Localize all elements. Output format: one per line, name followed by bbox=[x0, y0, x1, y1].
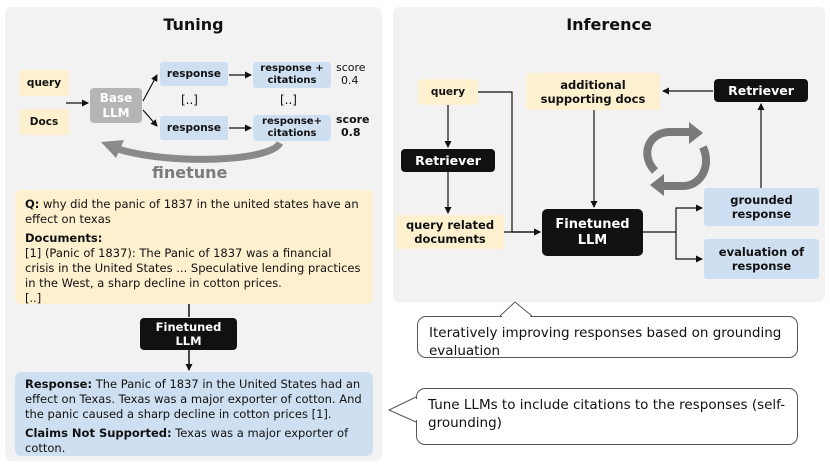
score-word-1: score bbox=[336, 61, 366, 74]
tuning-query-box: query bbox=[19, 70, 69, 96]
score-word-2: score bbox=[336, 113, 370, 126]
q-text: why did the panic of 1837 in the united … bbox=[25, 197, 359, 226]
claims-not-supported: Claims Not Supported: Texas was a major … bbox=[25, 426, 363, 456]
retriever-top-box: Retriever bbox=[714, 79, 808, 102]
response-text: The Panic of 1837 in the United States h… bbox=[25, 377, 362, 421]
evaluation-box: evaluation of response bbox=[704, 239, 819, 279]
retriever-left-box: Retriever bbox=[401, 149, 495, 172]
query-example-question: Q: why did the panic of 1837 in the unit… bbox=[25, 197, 363, 227]
q-prefix: Q: bbox=[25, 197, 40, 211]
response-prefix: Response: bbox=[25, 377, 93, 391]
response-box-1: response bbox=[160, 62, 228, 86]
response-box-2: response bbox=[160, 116, 228, 140]
citations-box-1: response + citations bbox=[253, 62, 331, 88]
inference-query-box: query bbox=[418, 79, 478, 105]
inference-finetuned-llm-box: Finetuned LLM bbox=[542, 209, 643, 256]
arrow-query-to-finetuned bbox=[478, 91, 541, 236]
inference-callout: Iteratively improving responses based on… bbox=[417, 316, 798, 359]
additional-docs-box: additional supporting docs bbox=[526, 73, 660, 110]
response-example-text: Response: The Panic of 1837 in the Unite… bbox=[25, 377, 363, 422]
tuning-docs-box: Docs bbox=[19, 109, 69, 135]
refresh-cycle-icon bbox=[643, 122, 711, 196]
arrows-base-llm-to-responses bbox=[142, 74, 158, 127]
tuning-title: Tuning bbox=[163, 15, 224, 34]
claims-prefix: Claims Not Supported: bbox=[25, 426, 172, 440]
tuning-callout: Tune LLMs to include citations to the re… bbox=[416, 388, 798, 445]
arrows-responses-to-citations bbox=[229, 71, 252, 132]
response-example-box: Response: The Panic of 1837 in the Unite… bbox=[15, 372, 373, 456]
ellipsis-2: [..] bbox=[280, 93, 297, 107]
query-related-docs-box: query related documents bbox=[396, 215, 504, 249]
inference-title: Inference bbox=[566, 15, 652, 34]
score-value-1: 0.4 bbox=[341, 74, 359, 87]
claims-text: Texas was a major exporter of cotton. bbox=[25, 426, 349, 455]
documents-more: [..] bbox=[25, 291, 42, 305]
arrows-finetuned-to-outputs bbox=[643, 204, 703, 263]
tuning-finetuned-llm-box: Finetuned LLM bbox=[140, 318, 237, 350]
ellipsis-1: [..] bbox=[181, 93, 198, 107]
inference-callout-tail bbox=[499, 301, 533, 318]
score-value-2: 0.8 bbox=[341, 126, 361, 139]
tuning-callout-tail bbox=[387, 396, 418, 423]
finetune-label: finetune bbox=[152, 163, 228, 182]
citations-box-2: response+ citations bbox=[253, 115, 331, 141]
grounded-response-box: grounded response bbox=[704, 188, 819, 226]
query-example-box: Q: why did the panic of 1837 in the unit… bbox=[15, 190, 373, 305]
documents-text: [1] (Panic of 1837): The Panic of 1837 w… bbox=[25, 246, 361, 290]
documents-heading: Documents: bbox=[25, 231, 103, 245]
finetune-arrow bbox=[101, 140, 284, 163]
base-llm-box: Base LLM bbox=[90, 88, 142, 123]
